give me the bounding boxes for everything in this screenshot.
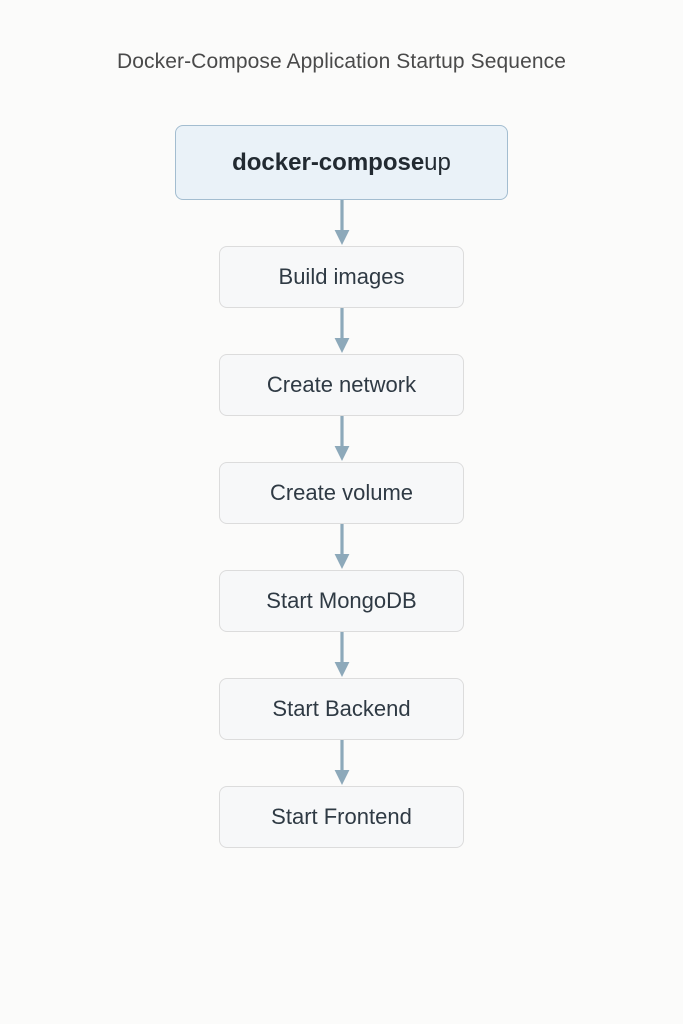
arrow-down-icon (334, 200, 349, 245)
arrow-down-icon (334, 308, 349, 353)
flow-node-label: Start Backend (272, 696, 411, 721)
flow-node-create-volume[interactable]: Create volume (219, 462, 464, 524)
arrow-down-icon (334, 416, 349, 461)
flow-node-create-network[interactable]: Create network (219, 354, 464, 416)
flow-node-build-images[interactable]: Build images (219, 246, 464, 308)
flowchart-container: docker-compose up Build images Create ne… (0, 125, 683, 848)
arrow-down-icon (334, 632, 349, 677)
flow-node-label: Start MongoDB (266, 588, 417, 613)
flow-node-start-backend[interactable]: Start Backend (219, 678, 464, 740)
arrow-down-icon (334, 740, 349, 785)
arrow-down-icon (334, 524, 349, 569)
flow-node-label: Build images (278, 264, 405, 289)
flow-node-argument: up (424, 148, 451, 176)
flow-node-start-frontend[interactable]: Start Frontend (219, 786, 464, 848)
flow-node-label: Start Frontend (271, 804, 412, 829)
flow-node-label: Create volume (269, 480, 414, 505)
flow-node-docker-compose-up[interactable]: docker-compose up (175, 125, 508, 200)
flow-node-start-mongodb[interactable]: Start MongoDB (219, 570, 464, 632)
flow-node-label: Create network (266, 372, 417, 397)
flow-node-command: docker-compose (232, 148, 425, 176)
page-title: Docker-Compose Application Startup Seque… (116, 50, 567, 73)
